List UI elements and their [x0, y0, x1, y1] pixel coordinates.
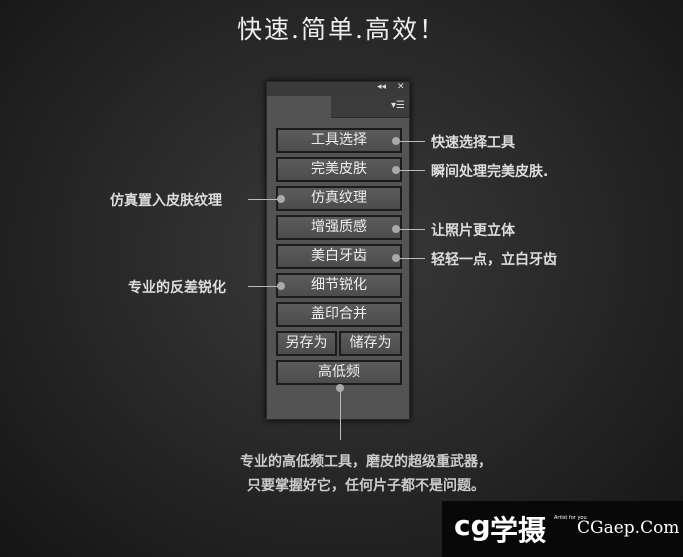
callout-dot [277, 282, 285, 290]
callout-dot [392, 166, 400, 174]
callout-dot [392, 137, 400, 145]
annotation-sharpen: 专业的反差锐化 [128, 280, 226, 296]
logo-url: CGaep.Com [577, 518, 680, 538]
panel-header: ◂◂ ✕ [267, 82, 409, 96]
annotation-enhance: 让照片更立体 [431, 223, 515, 239]
callout-line [248, 199, 278, 200]
callout-dot [277, 195, 285, 203]
callout-line [400, 229, 425, 230]
merge-button[interactable]: 盖印合并 [276, 302, 402, 327]
description-line-1: 专业的高低频工具，磨皮的超级重武器， [240, 454, 492, 470]
annotation-perfect-skin: 瞬间处理完美皮肤. [431, 164, 549, 180]
page-title: 快速.简单.高效！ [237, 15, 446, 44]
callout-line [340, 392, 341, 440]
perfect-skin-button[interactable]: 完美皮肤 [276, 157, 402, 182]
annotation-texture: 仿真置入皮肤纹理 [110, 193, 222, 209]
callout-dot [392, 225, 400, 233]
panel-tab[interactable] [267, 96, 331, 118]
callout-line [400, 170, 425, 171]
callout-line [248, 286, 278, 287]
close-icon[interactable]: ✕ [397, 82, 405, 92]
texture-button[interactable]: 仿真纹理 [276, 186, 402, 211]
annotation-quick-select: 快速选择工具 [431, 135, 515, 151]
logo-name: 学摄 [490, 514, 547, 547]
whiten-teeth-button[interactable]: 美白牙齿 [276, 244, 402, 269]
panel-menu-icon[interactable]: ▾☰ [391, 100, 405, 111]
logo: cg 学摄 Artist for you CGaep.Com [442, 501, 683, 557]
save-as-button[interactable]: 另存为 [276, 331, 337, 356]
tool-select-button[interactable]: 工具选择 [276, 128, 402, 153]
frequency-separation-button[interactable]: 高低频 [276, 360, 402, 385]
annotation-whiten-teeth: 轻轻一点，立白牙齿 [431, 252, 557, 268]
save-button[interactable]: 储存为 [339, 331, 402, 356]
callout-line [400, 141, 425, 142]
double-chevron-left-icon[interactable]: ◂◂ [377, 82, 387, 92]
enhance-button[interactable]: 增强质感 [276, 215, 402, 240]
logo-tagline: Artist for you [554, 515, 587, 521]
callout-dot [392, 254, 400, 262]
sharpen-button[interactable]: 细节锐化 [276, 273, 402, 298]
callout-dot [336, 384, 344, 392]
panel-tab-row: ▾☰ [267, 96, 409, 118]
callout-line [400, 258, 425, 259]
logo-mark: cg [454, 509, 491, 542]
description-line-2: 只要掌握好它，任何片子都不是问题。 [247, 478, 485, 494]
